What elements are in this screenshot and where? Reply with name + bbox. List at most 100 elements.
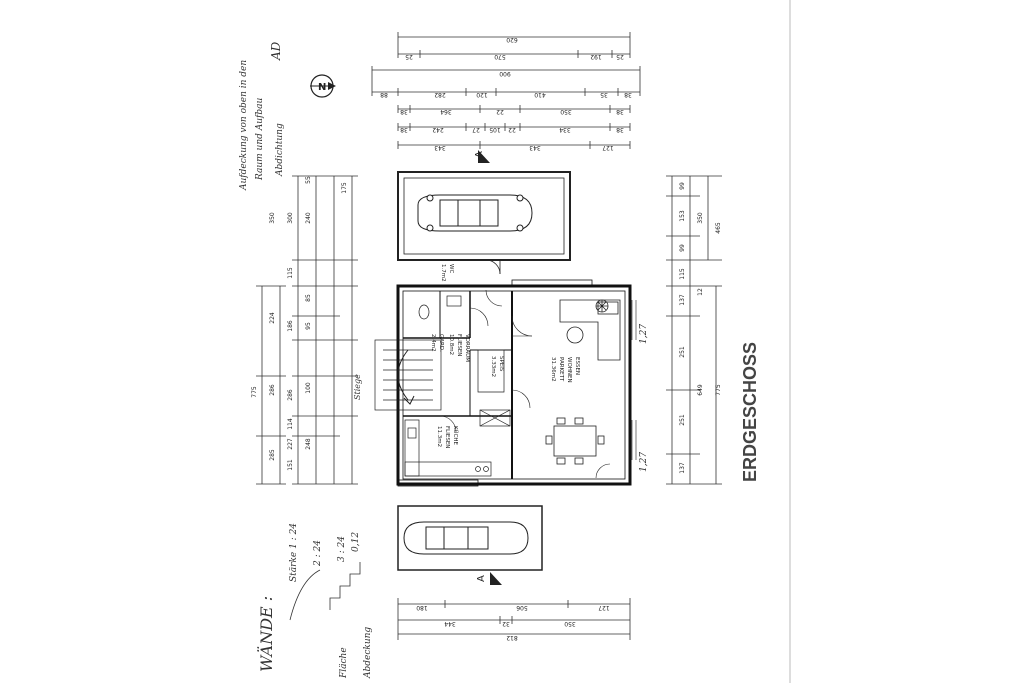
dim-label: 240 xyxy=(305,212,312,224)
room-name: SPEIS xyxy=(498,356,504,372)
dim-label: 38 xyxy=(616,126,624,133)
dim-label: 364 xyxy=(440,108,452,115)
wc-fixtures xyxy=(418,295,462,320)
dim-label: 22 xyxy=(496,108,504,115)
dim-label: 25 xyxy=(616,53,624,60)
dim-label: 343 xyxy=(434,144,446,151)
room-area: 3.33m2 xyxy=(490,356,496,377)
top-dimension-labels: 620 25 570 192 25 900 88 282 120 410 35 … xyxy=(380,36,632,151)
dim-label: 251 xyxy=(679,414,686,426)
pantry-shelves xyxy=(477,349,511,427)
dim-label: 344 xyxy=(444,620,456,627)
north-arrow-icon: N xyxy=(310,74,336,98)
dim-label: 137 xyxy=(679,462,686,474)
room-area: 2.4m2 xyxy=(430,334,436,352)
section-marker-top: A xyxy=(474,150,490,163)
bottom-dimension-labels: 180 506 127 344 32 350 812 xyxy=(416,604,610,641)
dim-label: 35 xyxy=(600,91,608,98)
dim-label: 812 xyxy=(506,634,518,641)
dim-label: 95 xyxy=(305,322,312,330)
page-title: ERDGESCHOSS xyxy=(740,342,760,482)
dim-label: 115 xyxy=(287,267,294,279)
room-sub: FLIESEN xyxy=(444,426,450,448)
right-dimension-labels: 137 251 251 137 649 775 465 115 12 99 15… xyxy=(679,182,722,474)
right-dimension-chains xyxy=(666,175,722,485)
dim-label: 186 xyxy=(287,320,294,332)
dim-label: 99 xyxy=(679,182,686,190)
dim-label: 286 xyxy=(269,384,276,396)
note-text: Aufdeckung von oben in den xyxy=(239,60,249,191)
dim-label: 282 xyxy=(434,91,446,98)
window-markers xyxy=(631,300,637,460)
car-icon xyxy=(417,194,533,232)
dim-label: 25 xyxy=(405,53,413,60)
dim-label: 900 xyxy=(499,70,511,77)
dim-label: 55 xyxy=(305,176,312,184)
dim-label: 180 xyxy=(416,604,428,611)
house-outline xyxy=(396,279,632,487)
note-text: Raum und Aufbau xyxy=(255,97,265,181)
handwritten-top: Aufdeckung von oben in den Raum und Aufb… xyxy=(239,41,285,191)
dim-label: 120 xyxy=(476,91,488,98)
note-text: 2 : 24 xyxy=(313,540,323,567)
note-heading: WÄNDE : xyxy=(256,596,276,672)
kitchen-counter xyxy=(404,419,492,477)
dim-label: 27 xyxy=(472,126,480,133)
section-label: A xyxy=(476,575,487,582)
car-icon xyxy=(403,521,529,555)
dim-label: 192 xyxy=(590,53,602,60)
dim-label: 114 xyxy=(287,418,294,430)
dim-label: 620 xyxy=(506,36,518,43)
handwritten-left: Stiege xyxy=(353,374,362,400)
dim-label: 175 xyxy=(341,182,348,194)
door-swings xyxy=(439,289,611,479)
dim-label: 38 xyxy=(616,108,624,115)
room-floor: PARKETT xyxy=(558,357,564,382)
plant-icon xyxy=(595,299,609,313)
dim-label: 224 xyxy=(269,312,276,324)
room-sub: FLIESEN xyxy=(456,334,462,356)
dim-label: 38 xyxy=(624,91,632,98)
note-text: 0,12 xyxy=(351,532,361,552)
room-name: GARD. xyxy=(438,334,444,352)
dim-label: 649 xyxy=(697,384,704,396)
room-name: WC xyxy=(448,264,454,273)
dim-label: 506 xyxy=(516,604,528,611)
dim-label: 350 xyxy=(269,212,276,224)
dim-label: 343 xyxy=(529,144,541,151)
bottom-dimension-chains xyxy=(397,598,631,640)
note-text: Abdeckung xyxy=(363,627,373,679)
left-dimension-chains xyxy=(256,175,358,485)
room-sub: WOHNEN xyxy=(566,357,572,383)
handwritten-bottom: WÄNDE : Stärke 1 : 24 2 : 24 3 : 24 0,12… xyxy=(256,523,373,679)
room-name: ESSEN xyxy=(574,357,580,375)
note-text: 3 : 24 xyxy=(337,536,347,562)
dim-label: 334 xyxy=(559,126,571,133)
note-text: Abdichtung xyxy=(275,123,285,177)
dim-label: 99 xyxy=(679,244,686,252)
top-dimension-chains xyxy=(371,32,641,149)
dim-label: 127 xyxy=(602,144,614,151)
sofa-icon xyxy=(559,299,621,361)
height-annotations: 1,27 1,27 xyxy=(639,324,649,472)
dim-label: 350 xyxy=(564,620,576,627)
height-note: 1,27 xyxy=(639,324,649,344)
room-labels: ESSEN WOHNEN PARKETT 31.36m2 VORRAUM FLI… xyxy=(430,264,580,448)
dim-label: 350 xyxy=(697,212,704,224)
left-dimension-labels: 775 285 286 224 151 227 114 286 186 115 … xyxy=(251,176,348,471)
dim-label: 151 xyxy=(287,459,294,471)
section-label: A xyxy=(474,151,485,158)
dim-label: 100 xyxy=(305,382,312,394)
dim-label: 127 xyxy=(598,604,610,611)
dim-label: 85 xyxy=(305,294,312,302)
dim-label: 775 xyxy=(251,386,258,398)
room-name: VORRAUM xyxy=(464,334,470,362)
note-text: AD xyxy=(269,41,283,61)
dim-label: 38 xyxy=(400,108,408,115)
room-area: 31.36m2 xyxy=(550,357,556,382)
room-area: 10.8m2 xyxy=(448,334,454,355)
room-area: 11.3m2 xyxy=(436,426,442,447)
dim-label: 465 xyxy=(715,222,722,234)
